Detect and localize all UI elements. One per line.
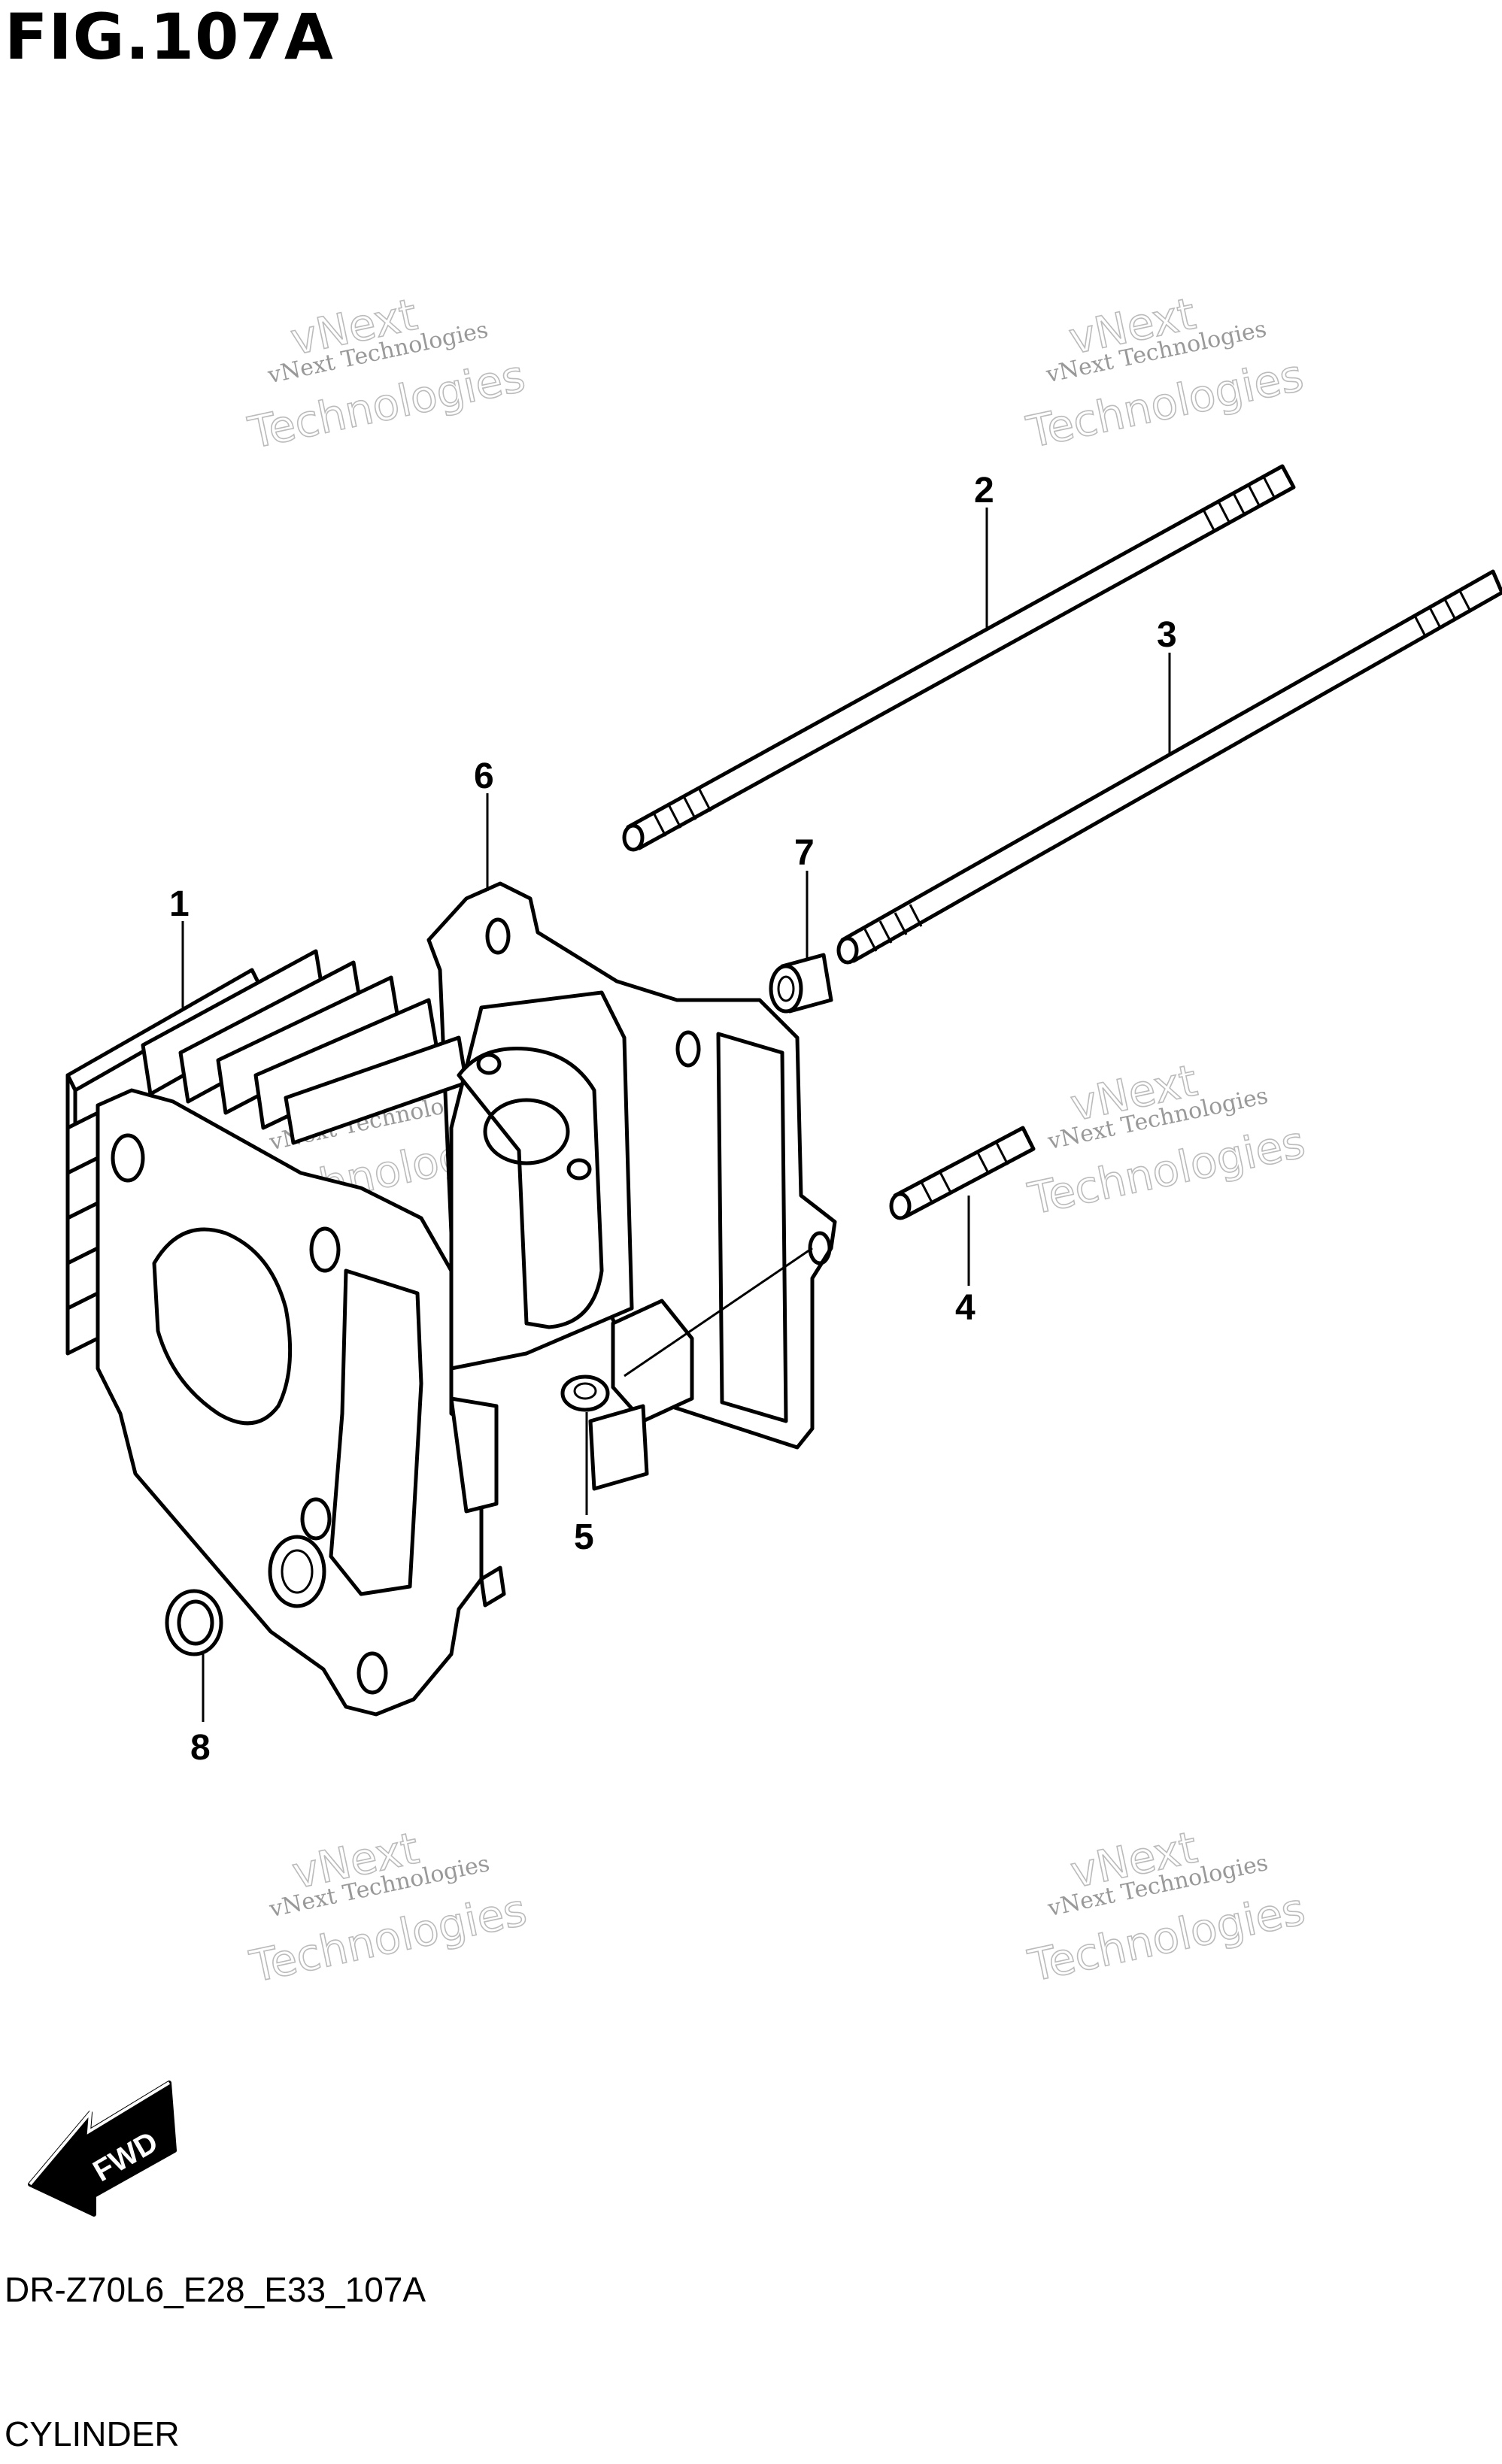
nut-part-5 xyxy=(560,1247,813,1491)
cylinder-part-1 xyxy=(65,949,634,1717)
stud-bolt-part-2 xyxy=(622,464,1296,852)
figure-title: FIG.107A xyxy=(5,0,334,74)
callout-2: 2 xyxy=(974,471,994,511)
watermark-mid-right: vNext Technologies vNext Technologies xyxy=(1023,1054,1309,1226)
callout-7: 7 xyxy=(794,833,815,873)
figure-name: CYLINDER xyxy=(5,2414,180,2453)
callout-6: 6 xyxy=(474,756,494,796)
stud-bolt-part-4 xyxy=(889,1126,1036,1220)
dowel-pin-part-7 xyxy=(769,953,833,1014)
watermark-bottom-right: vNext Technologies vNext Technologies xyxy=(1023,1821,1309,1993)
callout-8: 8 xyxy=(190,1728,211,1768)
o-ring-part-8 xyxy=(165,1589,223,1656)
callout-4: 4 xyxy=(955,1288,976,1328)
figure-code: DR-Z70L6_E28_E33_107A xyxy=(5,2270,426,2309)
watermark-top-left: vNext Technologies vNext Technologies xyxy=(243,288,529,459)
forward-arrow-icon: FWD xyxy=(28,2081,177,2217)
leader-lines xyxy=(181,508,1171,1722)
watermark-top-right: vNext Technologies vNext Technologies xyxy=(1021,287,1308,459)
callout-5: 5 xyxy=(574,1517,594,1557)
callout-1: 1 xyxy=(169,884,190,924)
watermark-bottom-left: vNext Technologies vNext Technologies xyxy=(244,1822,531,1993)
callout-3: 3 xyxy=(1157,615,1177,655)
stud-bolt-part-3 xyxy=(836,569,1502,965)
